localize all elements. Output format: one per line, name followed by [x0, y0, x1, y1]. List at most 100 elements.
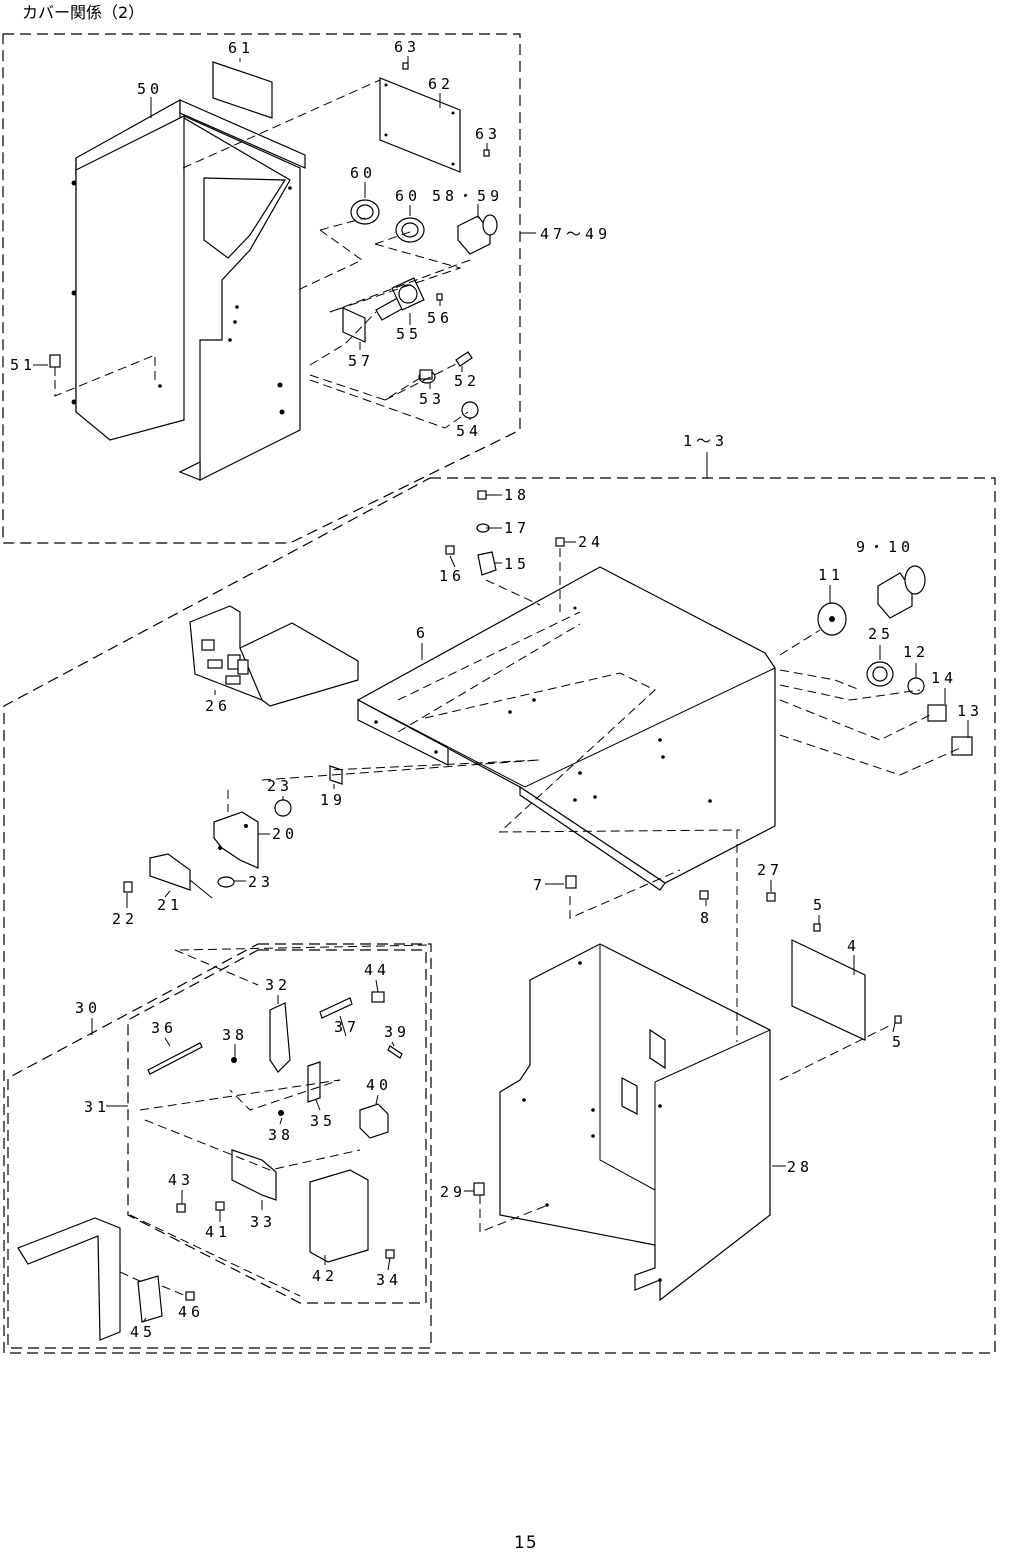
label-52: 52 [454, 372, 480, 390]
part-43-screw [177, 1204, 185, 1212]
label-24: 24 [578, 533, 604, 551]
page-number: 15 [514, 1533, 538, 1553]
label-38-b: 38 [268, 1126, 294, 1144]
label-9-10: 9・10 [856, 538, 914, 556]
part-57-plate [343, 308, 365, 342]
part-36-shaft [148, 1043, 202, 1074]
part-25-bushing [867, 662, 893, 686]
label-42: 42 [312, 1267, 338, 1285]
part-55-connector [376, 278, 424, 320]
part-34-screw [386, 1250, 394, 1258]
part-16-screw [446, 546, 454, 554]
label-60: 60 [350, 164, 376, 182]
label-23-b: 23 [248, 873, 274, 891]
part-7-screw [566, 876, 576, 888]
label-56: 56 [427, 309, 453, 327]
label-47-49: 47～49 [540, 225, 611, 243]
label-60-b: 60 [395, 187, 421, 205]
part-44-screw [372, 992, 384, 1002]
label-21: 21 [157, 896, 183, 914]
part-39-spring [388, 1046, 402, 1058]
label-39: 39 [384, 1023, 410, 1041]
label-4: 4 [847, 937, 860, 955]
label-63-b: 63 [475, 125, 501, 143]
cover-assembly-part-50 [72, 100, 306, 480]
part-15-clamp [478, 552, 496, 575]
label-7: 7 [533, 876, 546, 894]
part-42-cover [310, 1170, 368, 1262]
part-23-washer [275, 800, 291, 816]
label-13: 13 [957, 702, 983, 720]
part-29-bolt [474, 1183, 484, 1195]
label-29: 29 [440, 1183, 466, 1201]
part-24-screw [556, 538, 564, 546]
label-23: 23 [267, 777, 293, 795]
label-15: 15 [504, 555, 530, 573]
part-51-bolt [50, 355, 60, 376]
part-37-rod [320, 998, 352, 1018]
label-5-b: 5 [892, 1033, 905, 1051]
subgroup-30-leader [175, 945, 430, 985]
label-32: 32 [265, 976, 291, 994]
label-12: 12 [903, 643, 929, 661]
label-8: 8 [700, 909, 713, 927]
label-19: 19 [320, 791, 346, 809]
label-63: 63 [394, 38, 420, 56]
label-18: 18 [504, 486, 530, 504]
label-28: 28 [787, 1158, 813, 1176]
label-34: 34 [376, 1271, 402, 1289]
label-55: 55 [396, 325, 422, 343]
part-32-bracket [270, 1003, 290, 1072]
diagram-title: カバー関係（2） [22, 3, 144, 22]
label-22: 22 [112, 910, 138, 928]
part-20-bracket [214, 812, 258, 868]
label-11: 11 [818, 566, 844, 584]
part-56-screw [437, 294, 442, 300]
label-37: 37 [334, 1018, 360, 1036]
leader-15 [486, 580, 540, 605]
part-13-connector [952, 737, 972, 755]
label-33: 33 [250, 1213, 276, 1231]
part-5-screw [814, 924, 820, 931]
sub-assembly-31-parts [130, 992, 402, 1296]
part-63-screw [403, 63, 408, 69]
part-58-59-connector [458, 215, 497, 254]
label-57: 57 [348, 352, 374, 370]
label-20: 20 [272, 825, 298, 843]
label-26: 26 [205, 697, 231, 715]
label-5: 5 [813, 896, 826, 914]
part-52-fitting [456, 352, 472, 366]
part-5-screw [895, 1016, 901, 1023]
label-25: 25 [868, 625, 894, 643]
label-51: 51 [10, 356, 36, 374]
part-22-screw [124, 882, 132, 892]
label-1-3: 1～3 [683, 432, 728, 450]
label-36: 36 [151, 1019, 177, 1037]
lower-cover-part-28 [500, 944, 770, 1300]
label-53: 53 [419, 390, 445, 408]
part-21-switch [150, 854, 212, 898]
label-43: 43 [168, 1171, 194, 1189]
label-61: 61 [228, 39, 254, 57]
part-41-screw [216, 1202, 224, 1210]
part-60-bushing [396, 218, 424, 242]
part-27-screw [767, 893, 775, 901]
label-62: 62 [428, 75, 454, 93]
label-17: 17 [504, 519, 530, 537]
label-58-59: 58・59 [432, 187, 503, 205]
part-54-cap [462, 402, 478, 418]
part-46-screw [186, 1292, 194, 1300]
label-46: 46 [178, 1303, 204, 1321]
part-61-label-plate [213, 62, 272, 118]
part-18-screw [478, 491, 486, 499]
label-44: 44 [364, 961, 390, 979]
part-40-solenoid [360, 1104, 388, 1138]
part-45-latch [138, 1276, 162, 1322]
subgroup-30-boundary [8, 944, 431, 1348]
label-16: 16 [439, 567, 465, 585]
part-35-lever [308, 1062, 320, 1102]
sub-assembly-30-bracket [18, 1218, 194, 1340]
base-group-boundary [4, 478, 995, 1353]
part-14-connector [928, 705, 946, 721]
